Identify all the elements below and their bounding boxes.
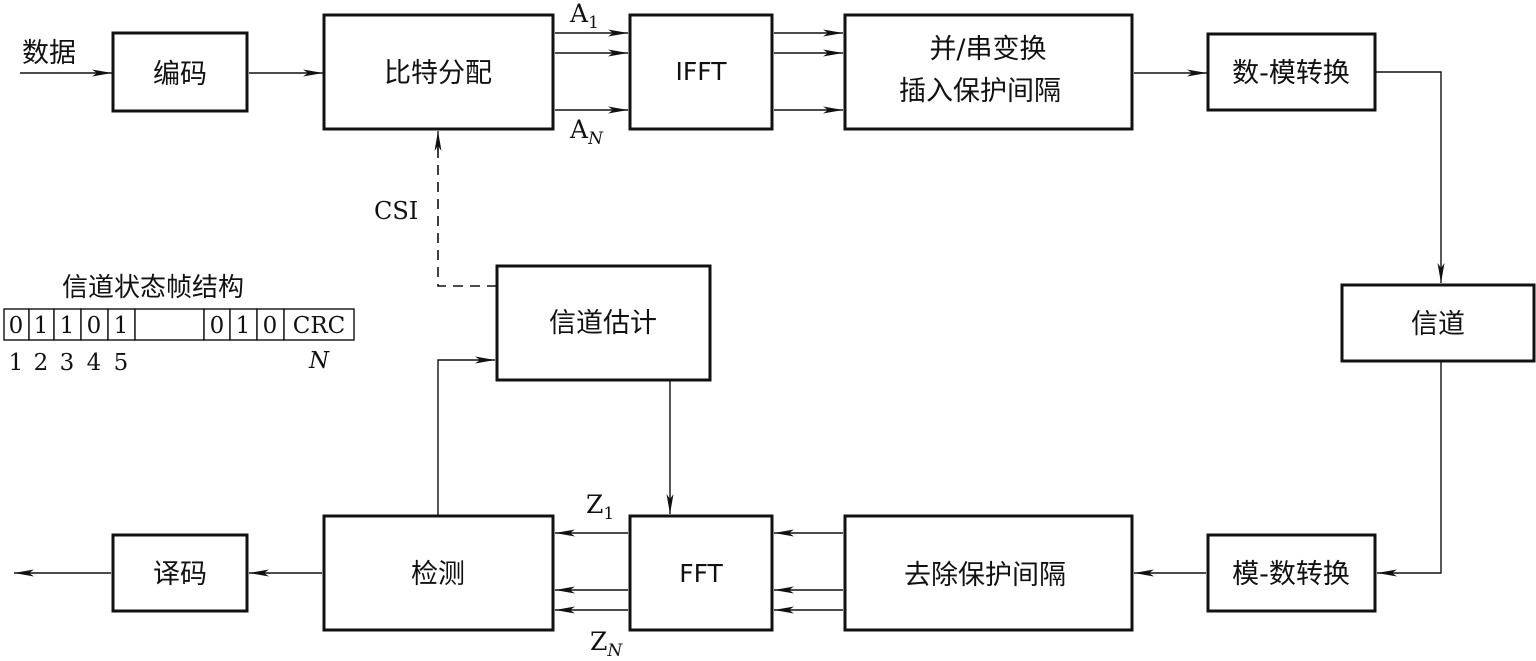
block-bit-allocation: 比特分配	[322, 13, 555, 131]
label-z1-base: Z	[586, 490, 603, 519]
block-detect-label: 检测	[411, 559, 465, 590]
block-bit-allocation-frame	[322, 13, 555, 131]
frame-index-1: 1	[9, 350, 24, 376]
block-channel-estimation-frame	[495, 264, 712, 382]
frame-cell-crc	[283, 308, 355, 341]
block-remove-guard-label: 去除保护间隔	[904, 560, 1066, 591]
frame-cell-5	[107, 308, 136, 341]
label-zn-sub: N	[606, 641, 623, 661]
block-fft: FFT	[628, 514, 774, 632]
frame-index-5: 5	[114, 350, 129, 376]
block-fft-frame	[628, 514, 774, 632]
block-ifft-label: IFFT	[676, 57, 728, 86]
label-an-base: A	[569, 115, 589, 144]
block-channel-frame	[1340, 283, 1536, 363]
frame-bit-tail-3: 0	[263, 313, 278, 339]
frame-bit-4: 0	[87, 313, 102, 339]
frame-bit-2: 1	[34, 313, 49, 339]
frame-index-2: 2	[34, 350, 49, 376]
block-encode: 编码	[111, 31, 249, 113]
block-bit-allocation-label: 比特分配	[384, 58, 492, 89]
block-encode-frame	[111, 31, 249, 113]
block-encode-label: 编码	[153, 59, 207, 90]
block-remove-guard-frame	[843, 514, 1134, 632]
block-adc: 模-数转换	[1206, 533, 1377, 613]
frame-bit-1: 0	[9, 313, 24, 339]
frame-crc-label: CRC	[293, 313, 346, 339]
frame-index-last: N	[308, 348, 330, 374]
block-parallel-serial-line2: 插入保护间隔	[899, 76, 1061, 107]
label-an: AN	[569, 115, 604, 149]
label-z1: Z1	[586, 490, 614, 524]
block-ifft: IFFT	[628, 13, 774, 131]
block-decode: 译码	[111, 533, 249, 613]
label-zn: ZN	[590, 627, 623, 661]
frame-structure-title: 信道状态帧结构	[62, 273, 244, 303]
block-adc-frame	[1206, 533, 1377, 613]
frame-index-4: 4	[87, 350, 102, 376]
block-ifft-frame	[628, 13, 774, 131]
block-channel-estimation: 信道估计	[495, 264, 712, 382]
label-a1: A1	[569, 0, 599, 33]
frame-cell-gap	[134, 308, 205, 341]
block-channel-label: 信道	[1411, 309, 1465, 340]
frame-structure-cells: 0 1 1 0 1 0 1 0 CRC	[3, 308, 355, 341]
label-z1-sub: 1	[603, 504, 614, 524]
frame-cell-tail-2	[229, 308, 258, 341]
block-channel-estimation-label: 信道估计	[549, 308, 657, 339]
label-a1-sub: 1	[588, 13, 599, 33]
block-channel: 信道	[1340, 283, 1536, 363]
label-csi: CSI	[374, 197, 418, 225]
block-dac-frame	[1206, 32, 1377, 112]
frame-bit-tail-1: 0	[210, 313, 225, 339]
block-adc-label: 模-数转换	[1232, 559, 1350, 590]
frame-bit-5: 1	[114, 313, 129, 339]
frame-cell-3	[53, 308, 82, 341]
arrow-channel-to-adc	[1377, 362, 1442, 577]
block-parallel-serial: 并/串变换 插入保护间隔	[843, 13, 1134, 131]
frame-bit-tail-2: 1	[236, 313, 251, 339]
frame-bit-3: 1	[60, 313, 75, 339]
block-dac-label: 数-模转换	[1232, 58, 1350, 89]
input-data-label: 数据	[22, 38, 76, 69]
block-parallel-serial-line1: 并/串变换	[929, 34, 1046, 65]
label-an-sub: N	[587, 129, 604, 149]
arrow-dac-to-channel	[1376, 71, 1445, 283]
label-zn-base: Z	[590, 627, 607, 656]
csi-feedback-dashed-path	[437, 140, 497, 287]
block-detect: 检测	[322, 514, 555, 632]
frame-index-3: 3	[60, 350, 75, 376]
frame-cell-2	[28, 308, 55, 341]
block-detect-frame	[322, 514, 555, 632]
block-decode-frame	[111, 533, 249, 613]
frame-cell-tail-1	[203, 308, 231, 341]
arrow-detect-to-chan-est	[437, 356, 495, 515]
block-parallel-serial-frame	[843, 13, 1134, 131]
block-remove-guard: 去除保护间隔	[843, 514, 1134, 632]
block-decode-label: 译码	[153, 559, 207, 590]
label-a1-base: A	[569, 0, 589, 28]
frame-structure-indices: 1 2 3 4 5 N	[9, 348, 330, 376]
block-dac: 数-模转换	[1206, 32, 1377, 112]
block-fft-label: FFT	[679, 559, 723, 588]
